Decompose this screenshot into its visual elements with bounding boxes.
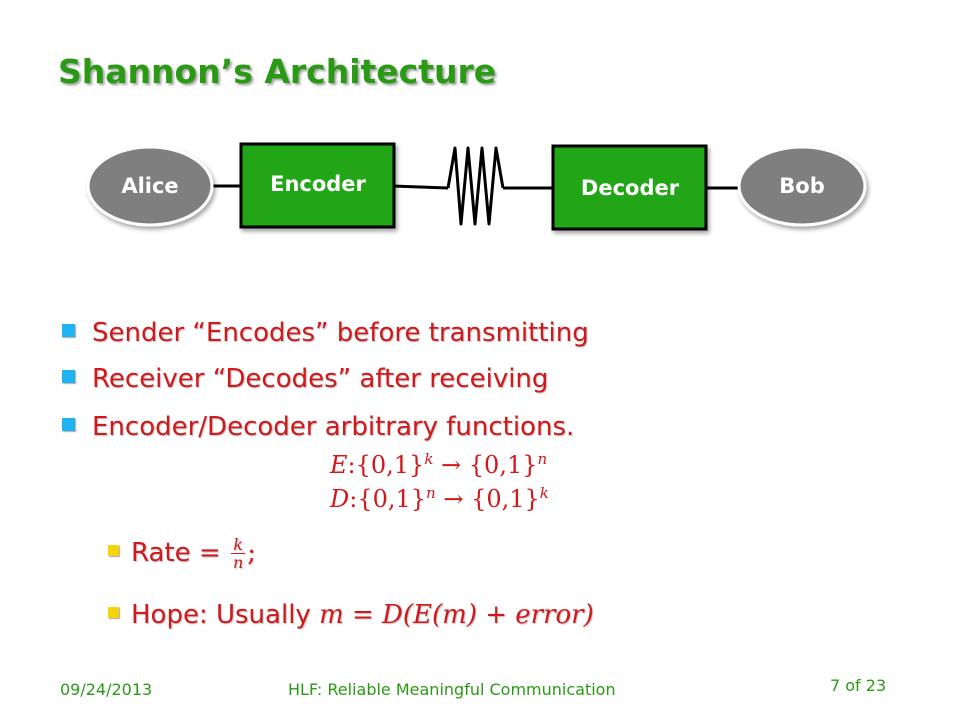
noisy-channel-icon bbox=[446, 146, 505, 226]
bullet-marker bbox=[62, 370, 75, 383]
footer-date: 09/24/2013 bbox=[60, 680, 153, 699]
sub-bullet-marker bbox=[108, 545, 119, 556]
bullet-item: Encoder/Decoder arbitrary functions. bbox=[62, 412, 574, 442]
encoder-formula: E:{0,1}k → {0,1}n bbox=[330, 450, 548, 479]
sub-bullet-marker bbox=[108, 607, 119, 618]
encoder-channel-line bbox=[391, 184, 449, 190]
encoder-box: Encoder bbox=[239, 142, 396, 229]
slide-title: Shannon’s Architecture bbox=[58, 52, 497, 91]
decoder-box: Decoder bbox=[551, 144, 708, 231]
bullet-item: Sender “Encodes” before transmitting bbox=[62, 318, 589, 348]
architecture-diagram: Alice Encoder Decoder Bob bbox=[86, 142, 867, 231]
alice-node: Alice bbox=[86, 145, 214, 227]
hope-item: Hope: Usually m = D(E(m) + error) bbox=[108, 600, 594, 630]
bullet-item: Receiver “Decodes” after receiving bbox=[62, 364, 548, 394]
hope-formula: m = D(E(m) + error) bbox=[319, 600, 594, 630]
decoder-label: Decoder bbox=[581, 176, 680, 200]
footer-title: HLF: Reliable Meaningful Communication bbox=[288, 680, 616, 699]
bob-label: Bob bbox=[779, 174, 824, 198]
decoder-formula: D:{0,1}n → {0,1}k bbox=[330, 484, 549, 513]
bullet-marker bbox=[62, 418, 75, 431]
bullet-marker bbox=[62, 324, 75, 337]
alice-label: Alice bbox=[121, 174, 178, 198]
encoder-label: Encoder bbox=[270, 172, 366, 196]
bob-node: Bob bbox=[737, 145, 867, 227]
footer-page-number: 7 of 23 bbox=[830, 676, 887, 695]
